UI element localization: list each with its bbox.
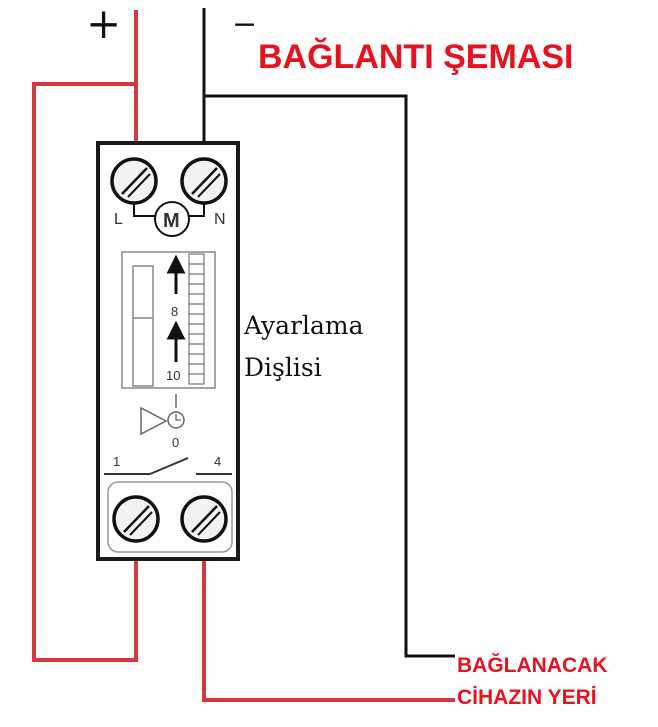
red-load-wire [202,528,455,702]
motor-leads [133,203,205,217]
terminal-1 [112,495,160,543]
motor-label: M [163,210,180,232]
clock-pointer [140,406,168,436]
dial-arrow-lower [166,320,186,362]
diagram-title: BAĞLANTI ŞEMASI [258,38,573,76]
minus-sign: − [232,7,257,42]
timer-device: M L N 8 10 [96,141,240,561]
dial-mark-10: 10 [166,368,180,383]
dial-arrow-upper [166,254,186,294]
plus-sign: + [86,0,121,48]
red-wire-group [32,10,455,702]
dial-scale [188,253,205,385]
device-location-line-1: BAĞLANACAK [457,653,608,677]
terminal-L [110,157,158,205]
contact-label-4: 4 [214,454,221,469]
black-neutral-wire [204,94,455,658]
device-location-line-2: CİHAZIN YERİ [457,686,597,709]
terminal-N [180,157,228,205]
annotation-line-1: Ayarlama [243,311,364,340]
clock-icon [167,411,185,429]
motor-symbol [154,201,190,237]
black-wire-group [202,8,455,658]
annotation-line-2: Dişlisi [244,353,322,382]
contact-label-1: 1 [113,454,120,469]
label-L: L [114,211,123,228]
dial-ticks [189,263,204,375]
label-N: N [214,211,226,228]
terminal-4 [180,495,228,543]
dial-mark-8: 8 [171,304,178,319]
contact-switch [104,457,232,475]
red-loop-wire [32,82,138,662]
dial-mark-0: 0 [172,435,179,450]
dial-slider [132,265,154,387]
